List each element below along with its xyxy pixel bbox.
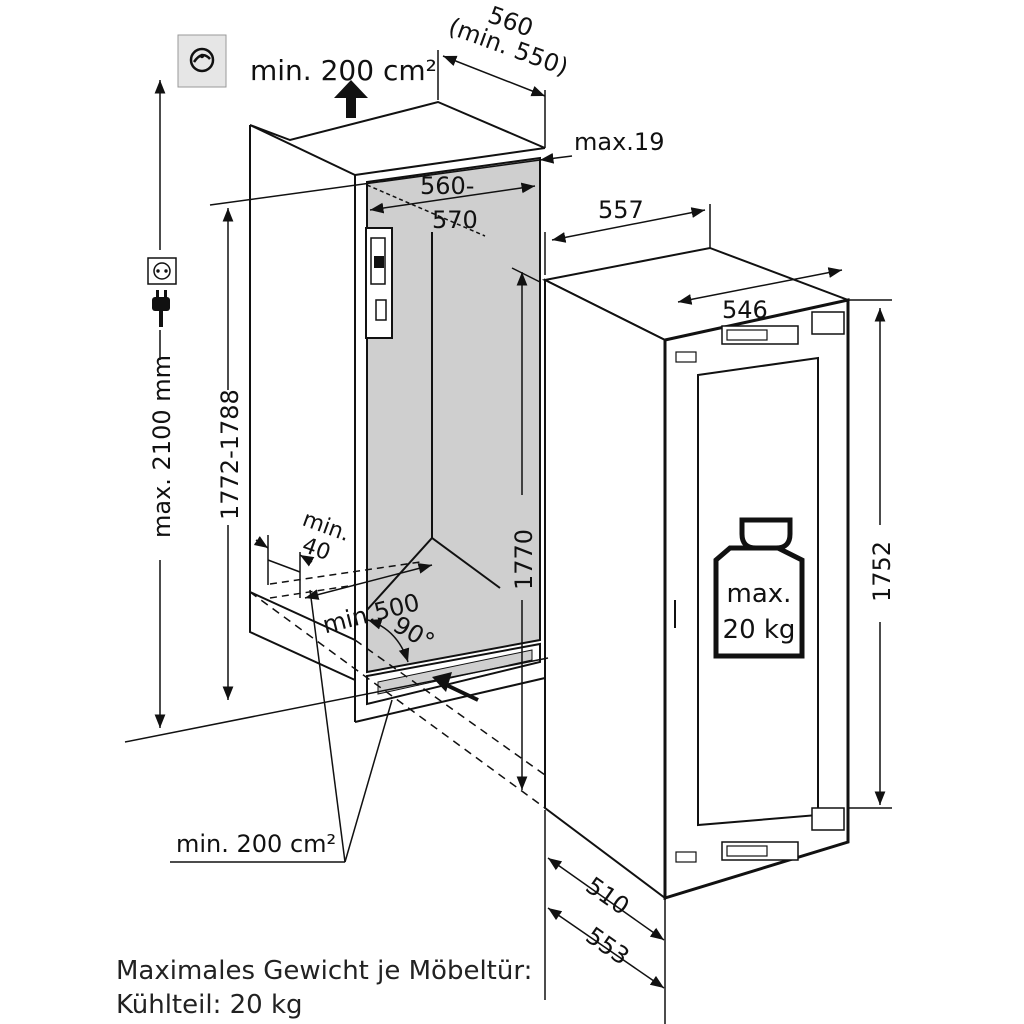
max-offset-label: max.19 xyxy=(574,128,664,156)
dim-appliance-depth-top xyxy=(544,204,711,275)
inner-width-label-2: 570 xyxy=(432,206,478,234)
appliance-depth-top-label: 557 xyxy=(598,196,644,224)
dim-min-40 xyxy=(253,535,315,598)
dim-inner-height xyxy=(511,267,541,790)
ventilation-icon xyxy=(177,34,227,88)
dim-niche-width-top xyxy=(437,50,546,148)
niche-cabinet xyxy=(249,100,546,723)
floor-line xyxy=(124,657,549,743)
dim-min-500 xyxy=(304,563,433,600)
caption-line-1: Maximales Gewicht je Möbeltür: xyxy=(116,956,533,986)
inner-height-label: 1770 xyxy=(510,529,538,590)
appliance xyxy=(541,246,852,901)
dim-inner-width xyxy=(209,159,541,214)
weight-icon: max. 20 kg xyxy=(713,517,805,659)
dim-appliance-height xyxy=(848,299,892,809)
depth-553-label: 553 xyxy=(581,921,635,970)
top-vent-arrow-icon xyxy=(334,80,368,118)
max-height-label: max. 2100 mm xyxy=(148,355,176,538)
dim-appliance-width xyxy=(677,267,843,305)
top-vent-label: min. 200 cm² xyxy=(250,54,437,87)
airflow-arrow-icon xyxy=(432,672,479,702)
dim-max-offset xyxy=(539,152,573,164)
power-socket-icon xyxy=(147,257,177,285)
bottom-vent-label: min. 200 cm² xyxy=(176,830,336,858)
niche-height-label: 1772-1788 xyxy=(216,389,244,520)
appliance-height-label: 1752 xyxy=(868,541,896,602)
dim-depth-553 xyxy=(547,907,665,989)
weight-label-max: max. xyxy=(727,579,792,609)
appliance-width-label: 546 xyxy=(722,296,768,324)
caption-line-2: Kühlteil: 20 kg xyxy=(116,990,303,1020)
hinge-icon xyxy=(365,227,393,339)
bottom-vent-leaders xyxy=(170,589,393,863)
angle-arc xyxy=(367,619,410,663)
plug-icon xyxy=(152,290,170,327)
inner-width-label-1: 560- xyxy=(420,172,474,200)
weight-label-kg: 20 kg xyxy=(723,615,796,645)
